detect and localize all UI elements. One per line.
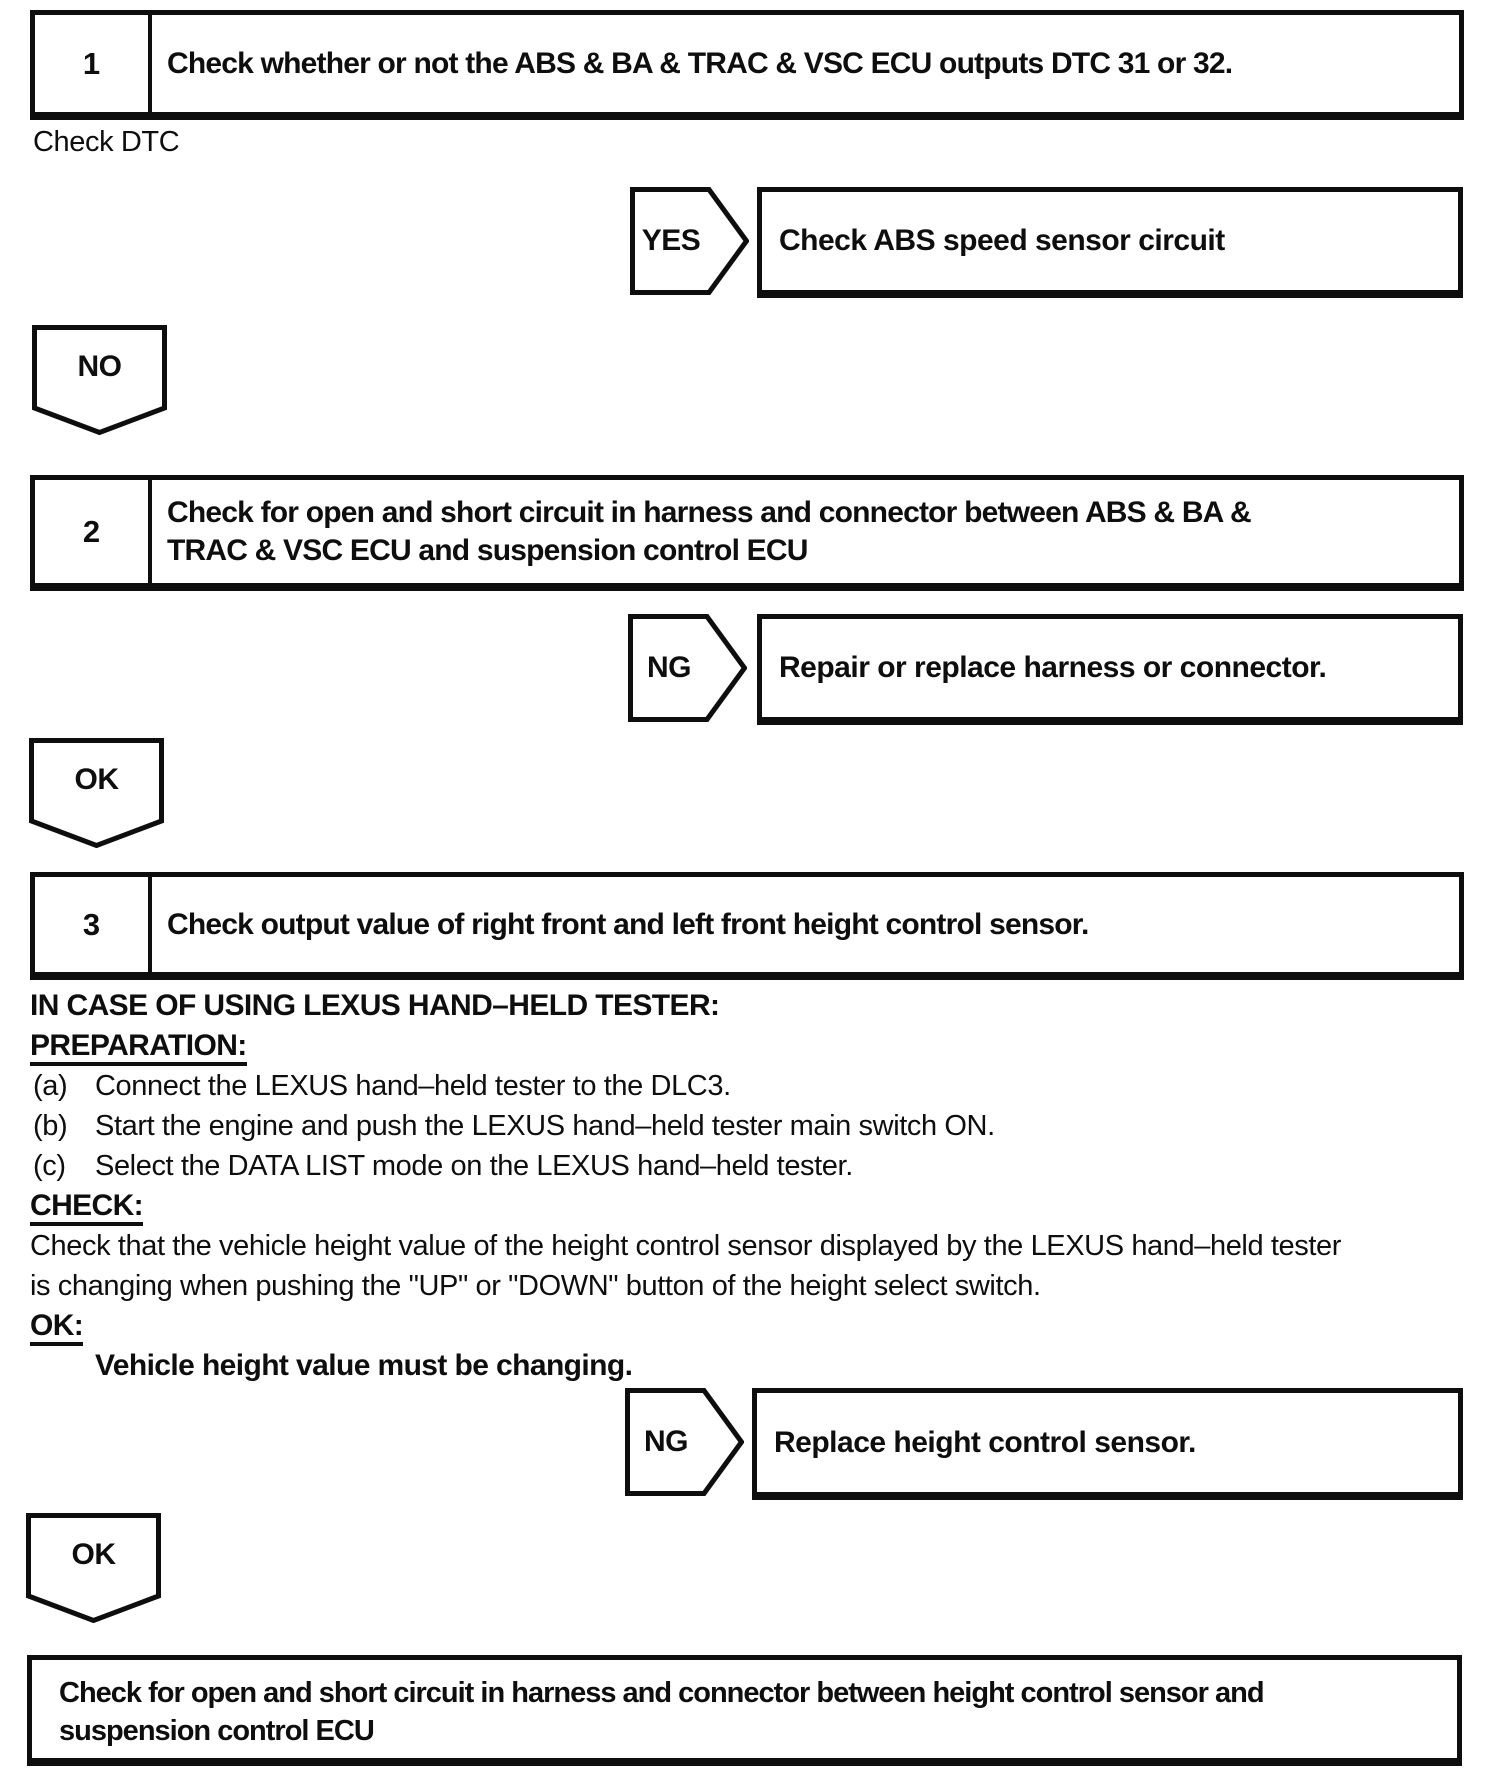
ng-result-text: Repair or replace harness or connector. [779, 651, 1327, 684]
ng-result-box: Repair or replace harness or connector. [757, 614, 1463, 722]
yes-branch-label: YES [641, 224, 701, 257]
ok-heading: OK: [30, 1306, 1490, 1346]
check-text-line-1: Check that the vehicle height value of t… [30, 1230, 1341, 1262]
step-2-title-line-2: TRAC & VSC ECU and suspension control EC… [167, 533, 808, 567]
no-arrow-icon: NO [32, 325, 167, 435]
step-2-title-line-1: Check for open and short circuit in harn… [167, 495, 1252, 529]
yes-arrow-icon: YES [630, 187, 749, 295]
step-3-title-line-1: Check output value of right front and le… [167, 907, 1089, 941]
ok-arrow-icon-2: OK [26, 1513, 161, 1623]
check-heading: CHECK: [30, 1186, 1490, 1226]
preparation-heading: PREPARATION: [30, 1026, 1490, 1066]
step-3-box: 3 Check output value of right front and … [30, 872, 1464, 977]
ng-result-box-2: Replace height control sensor. [752, 1388, 1463, 1497]
item-b-text: Start the engine and push the LEXUS hand… [95, 1110, 995, 1142]
item-a-text: Connect the LEXUS hand–held tester to th… [95, 1070, 731, 1102]
step-1-number: 1 [35, 15, 152, 112]
item-a-marker: (a) [33, 1070, 68, 1102]
ok-arrow-icon: OK [29, 738, 164, 848]
step-1-box: 1 Check whether or not the ABS & BA & TR… [30, 10, 1464, 117]
right-pentagon-shape [630, 187, 749, 295]
ng-arrow-icon: NG [628, 614, 747, 722]
right-pentagon-shape [628, 614, 747, 722]
step-1-title-line-1: Check whether or not the ABS & BA & TRAC… [167, 46, 1233, 80]
item-c-text: Select the DATA LIST mode on the LEXUS h… [95, 1150, 853, 1182]
right-pentagon-shape [625, 1388, 744, 1496]
ng-arrow-icon-2: NG [625, 1388, 744, 1496]
item-b-marker: (b) [33, 1110, 68, 1142]
down-pentagon-shape [26, 1513, 161, 1623]
final-box-line-2: suspension control ECU [59, 1715, 375, 1747]
preparation-item-a: (a) Connect the LEXUS hand–held tester t… [30, 1066, 1490, 1106]
ng-branch-label: NG [647, 651, 692, 684]
preparation-item-b: (b) Start the engine and push the LEXUS … [30, 1106, 1490, 1146]
yes-result-box: Check ABS speed sensor circuit [757, 187, 1463, 295]
ok-requirement-text: Vehicle height value must be changing. [95, 1349, 633, 1382]
ok-connector-label-2: OK [71, 1537, 117, 1571]
check-label: CHECK: [30, 1189, 144, 1226]
step-1-title: Check whether or not the ABS & BA & TRAC… [152, 15, 1459, 112]
step-3-number: 3 [35, 877, 152, 972]
step-2-box: 2 Check for open and short circuit in ha… [30, 475, 1464, 588]
item-c-marker: (c) [33, 1150, 66, 1182]
in-case-heading: IN CASE OF USING LEXUS HAND–HELD TESTER: [30, 989, 720, 1022]
tester-instructions: IN CASE OF USING LEXUS HAND–HELD TESTER:… [30, 986, 1490, 1386]
final-action-box: Check for open and short circuit in harn… [27, 1655, 1462, 1763]
final-box-line-1: Check for open and short circuit in harn… [59, 1677, 1265, 1709]
preparation-label: PREPARATION: [30, 1029, 247, 1066]
step-2-number: 2 [35, 480, 152, 583]
step-3-title: Check output value of right front and le… [152, 877, 1459, 972]
ng-branch-label-2: NG [644, 1425, 689, 1458]
down-pentagon-shape [29, 738, 164, 848]
check-dtc-note: Check DTC [33, 126, 180, 158]
preparation-item-c: (c) Select the DATA LIST mode on the LEX… [30, 1146, 1490, 1186]
yes-result-text: Check ABS speed sensor circuit [779, 224, 1225, 257]
step-2-title: Check for open and short circuit in harn… [152, 480, 1459, 583]
check-text-line-2: is changing when pushing the "UP" or "DO… [30, 1270, 1041, 1302]
ok-label: OK: [30, 1309, 84, 1346]
down-pentagon-shape [32, 325, 167, 435]
no-connector-label: NO [77, 349, 123, 383]
ok-connector-label: OK [74, 762, 120, 796]
ng-result-text-2: Replace height control sensor. [774, 1425, 1196, 1459]
